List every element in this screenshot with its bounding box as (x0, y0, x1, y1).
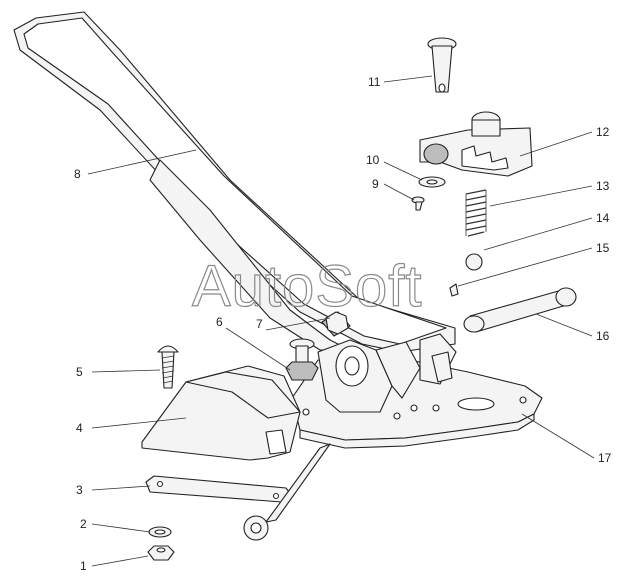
part-16-axle-pin (463, 287, 577, 333)
leader-lines (87, 75, 595, 567)
callout-2: 2 (80, 517, 87, 531)
callout-11: 11 (368, 75, 381, 89)
callout-14: 14 (596, 211, 610, 225)
part-1-nut (147, 545, 175, 561)
part-7-stud (325, 311, 349, 335)
part-5-screw (157, 345, 179, 389)
part-13-spring (465, 189, 487, 237)
part-8-pedal-lever (13, 11, 456, 353)
part-15-small-pin (449, 283, 459, 297)
callout-13: 13 (596, 179, 610, 193)
part-9-small-screw (411, 196, 425, 211)
callout-16: 16 (596, 329, 610, 343)
callout-15: 15 (596, 241, 610, 255)
part-12-ratchet-segment (419, 111, 533, 177)
part-2-washer (148, 526, 172, 538)
callout-10: 10 (366, 153, 380, 167)
callout-7: 7 (256, 317, 263, 331)
part-10-washer (418, 176, 446, 188)
pivot-bracket (317, 333, 457, 413)
callout-3: 3 (76, 483, 83, 497)
callout-1: 1 (80, 559, 87, 573)
watermark-text: AutoSoft (192, 254, 422, 319)
part-11-clevis-pin (427, 37, 457, 93)
callout-12: 12 (596, 125, 610, 139)
callout-6: 6 (216, 315, 223, 329)
part-3-plate (145, 475, 293, 503)
callout-labels: 1 2 3 4 5 6 7 8 9 10 11 12 13 14 15 16 1… (74, 75, 612, 573)
callout-9: 9 (372, 177, 379, 191)
callout-5: 5 (76, 365, 83, 379)
callout-4: 4 (76, 421, 83, 435)
part-4-support-block (141, 365, 301, 461)
lower-link (243, 443, 331, 541)
part-14-ball (465, 253, 483, 271)
part-6-bolt (285, 338, 319, 381)
callout-8: 8 (74, 167, 81, 181)
callout-17: 17 (598, 451, 612, 465)
